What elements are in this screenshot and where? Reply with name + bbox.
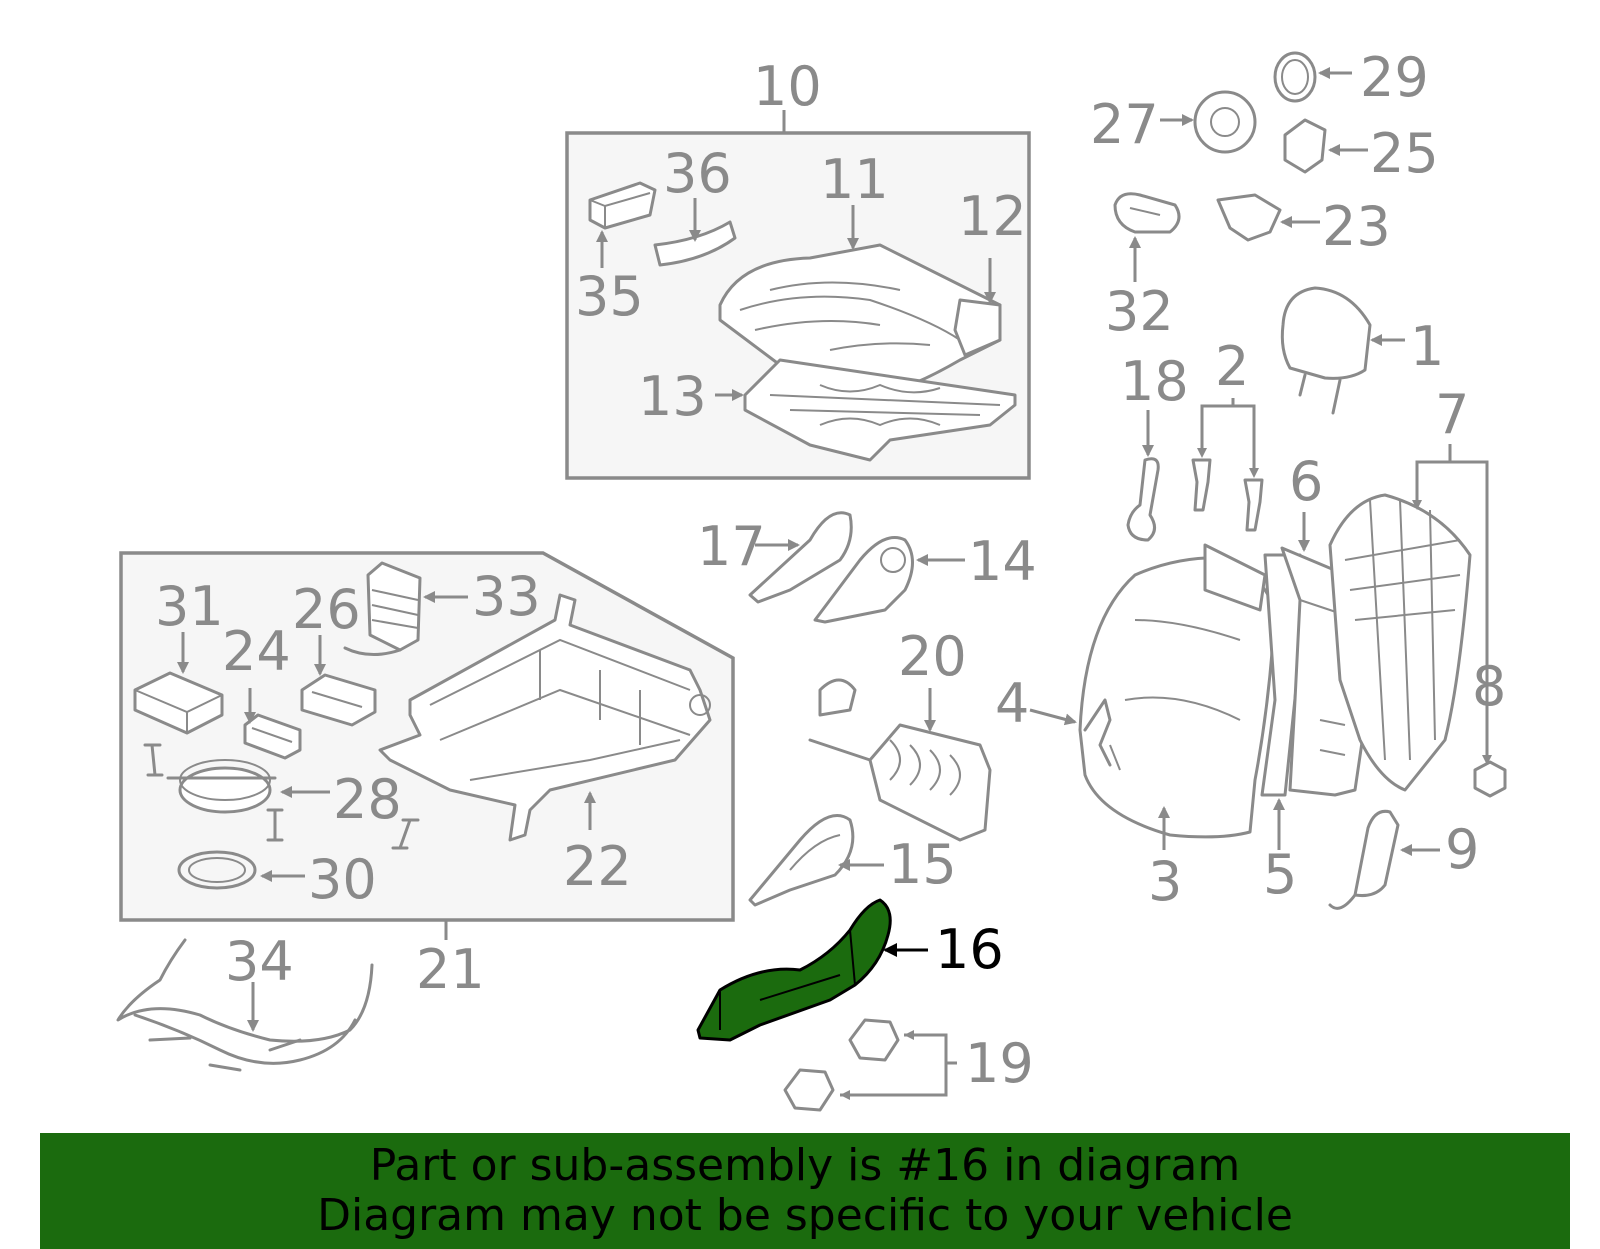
part-18-shape	[1126, 410, 1160, 542]
label-32: 32	[1105, 280, 1174, 343]
label-7: 7	[1435, 383, 1469, 446]
label-4: 4	[995, 672, 1029, 735]
label-23: 23	[1322, 195, 1391, 258]
label-18: 18	[1120, 350, 1189, 413]
label-15: 15	[888, 833, 957, 896]
label-21: 21	[416, 938, 485, 1001]
part-36-shape	[653, 198, 737, 267]
label-36: 36	[663, 142, 732, 205]
label-12: 12	[958, 185, 1027, 248]
label-30: 30	[308, 848, 377, 911]
label-13: 13	[638, 365, 707, 428]
part-15-shape	[748, 814, 884, 907]
part-26-shape	[300, 635, 377, 727]
part-20-shape	[808, 678, 992, 842]
banner-line-1: Part or sub-assembly is #16 in diagram	[369, 1140, 1241, 1191]
part-35-shape	[588, 181, 657, 268]
label-6: 6	[1289, 450, 1323, 513]
part-labels: 1 2 3 4 5 6 7 8 9 10 11 12 13 14 15 16 1…	[155, 46, 1506, 1095]
label-19: 19	[965, 1032, 1034, 1095]
label-9: 9	[1445, 818, 1479, 881]
label-17: 17	[697, 515, 766, 578]
part-25-shape	[1283, 118, 1368, 174]
label-29: 29	[1360, 46, 1429, 109]
part-32-shape	[1113, 192, 1181, 282]
part-22-shape	[378, 593, 712, 842]
part-16-highlighted-shape[interactable]	[696, 898, 928, 1042]
part-34-shape	[116, 938, 374, 1072]
part-33-shape	[343, 561, 468, 656]
part-11-shape	[718, 205, 1002, 400]
label-11: 11	[820, 148, 889, 211]
label-20: 20	[898, 625, 967, 688]
label-22: 22	[563, 835, 632, 898]
part-28-shape	[166, 759, 330, 814]
label-16-highlighted: 16	[935, 918, 1004, 981]
label-26: 26	[292, 578, 361, 641]
part-2-shape	[1191, 398, 1264, 532]
part-9-shape	[1328, 809, 1440, 910]
label-3: 3	[1148, 850, 1182, 913]
label-33: 33	[472, 565, 541, 628]
part-23-shape	[1216, 193, 1320, 242]
part-1-shape	[1280, 286, 1405, 415]
info-banner: Part or sub-assembly is #16 in diagram D…	[40, 1133, 1570, 1249]
part-3-4-shape	[1029, 543, 1277, 850]
bolts-shape	[143, 743, 420, 850]
label-5: 5	[1263, 843, 1297, 906]
part-12-shape	[953, 258, 1002, 357]
part-27-shape	[1160, 90, 1257, 154]
label-14: 14	[968, 530, 1037, 593]
part-14-shape	[813, 536, 965, 624]
label-31: 31	[155, 575, 224, 638]
part-7-8-shape	[1328, 444, 1507, 798]
banner-line-2: Diagram may not be specific to your vehi…	[317, 1190, 1293, 1241]
label-35: 35	[575, 265, 644, 328]
label-2: 2	[1215, 335, 1249, 398]
part-30-shape	[177, 850, 305, 890]
label-34: 34	[225, 930, 294, 993]
part-13-shape	[715, 358, 1017, 462]
label-1: 1	[1410, 315, 1444, 378]
label-10: 10	[753, 55, 822, 118]
label-27: 27	[1090, 93, 1159, 156]
label-24: 24	[222, 620, 291, 683]
label-25: 25	[1370, 122, 1439, 185]
label-8: 8	[1472, 655, 1506, 718]
part-24-shape	[243, 688, 302, 760]
part-19-shape	[783, 1018, 957, 1112]
part-17-shape	[748, 511, 853, 604]
part-29-shape	[1273, 51, 1352, 103]
label-28: 28	[333, 768, 402, 831]
part-31-shape	[133, 632, 224, 735]
